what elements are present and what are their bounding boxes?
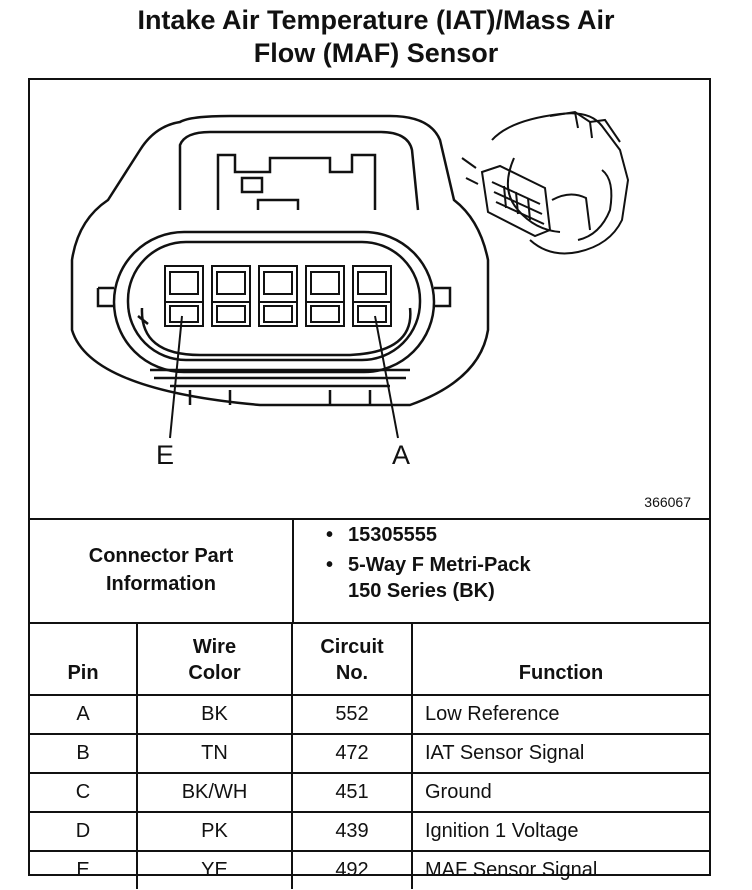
- wire-color-cell: YE: [136, 850, 293, 889]
- connector-face-drawing: [70, 110, 630, 439]
- figure-number: 366067: [644, 494, 691, 510]
- title-line-1: Intake Air Temperature (IAT)/Mass Air: [137, 5, 615, 35]
- table-row: B TN 472 IAT Sensor Signal: [30, 733, 709, 774]
- table-row: C BK/WH 451 Ground: [30, 772, 709, 813]
- page-title: Intake Air Temperature (IAT)/Mass Air Fl…: [0, 4, 752, 70]
- connector-part-list: 15305555 5-Way F Metri-Pack 150 Series (…: [320, 522, 531, 608]
- connector-heading-line-1: Connector Part: [88, 545, 234, 567]
- title-line-2: Flow (MAF) Sensor: [253, 38, 499, 68]
- pin-cell: D: [30, 811, 138, 852]
- table-row: D PK 439 Ignition 1 Voltage: [30, 811, 709, 852]
- function-cell: Low Reference: [411, 694, 709, 735]
- pin-cell: B: [30, 733, 138, 774]
- wire-color-cell: TN: [136, 733, 293, 774]
- circuit-cell: 472: [291, 733, 413, 774]
- part-number: 15305555: [320, 522, 531, 548]
- circuit-cell: 439: [291, 811, 413, 852]
- pin-cell: E: [30, 850, 138, 889]
- circuit-cell: 492: [291, 850, 413, 889]
- pin-cell: A: [30, 694, 138, 735]
- circuit-cell: 552: [291, 694, 413, 735]
- wire-color-cell: BK/WH: [136, 772, 293, 813]
- function-cell: IAT Sensor Signal: [411, 733, 709, 774]
- function-cell: MAF Sensor Signal: [411, 850, 709, 889]
- function-header: Function: [411, 622, 709, 696]
- connector-part-heading: Connector Part Information: [30, 518, 294, 622]
- pin-e-label: E: [156, 440, 175, 470]
- table-row: A BK 552 Low Reference: [30, 694, 709, 735]
- table-row: E YE 492 MAF Sensor Signal: [30, 850, 709, 889]
- pin-a-label: A: [392, 440, 411, 470]
- connector-heading-line-2: Information: [106, 573, 216, 595]
- document-frame: E A 366067 Connector Part Information 15…: [28, 78, 711, 889]
- function-cell: Ignition 1 Voltage: [411, 811, 709, 852]
- pin-cell: C: [30, 772, 138, 813]
- wire-color-cell: BK: [136, 694, 293, 735]
- part-description: 5-Way F Metri-Pack 150 Series (BK): [320, 552, 531, 604]
- function-cell: Ground: [411, 772, 709, 813]
- wire-color-cell: PK: [136, 811, 293, 852]
- pin-header: Pin: [30, 622, 138, 696]
- circuit-cell: 451: [291, 772, 413, 813]
- connector-figure: E A 366067: [30, 80, 709, 520]
- connector-part-info: Connector Part Information 15305555 5-Wa…: [30, 518, 709, 624]
